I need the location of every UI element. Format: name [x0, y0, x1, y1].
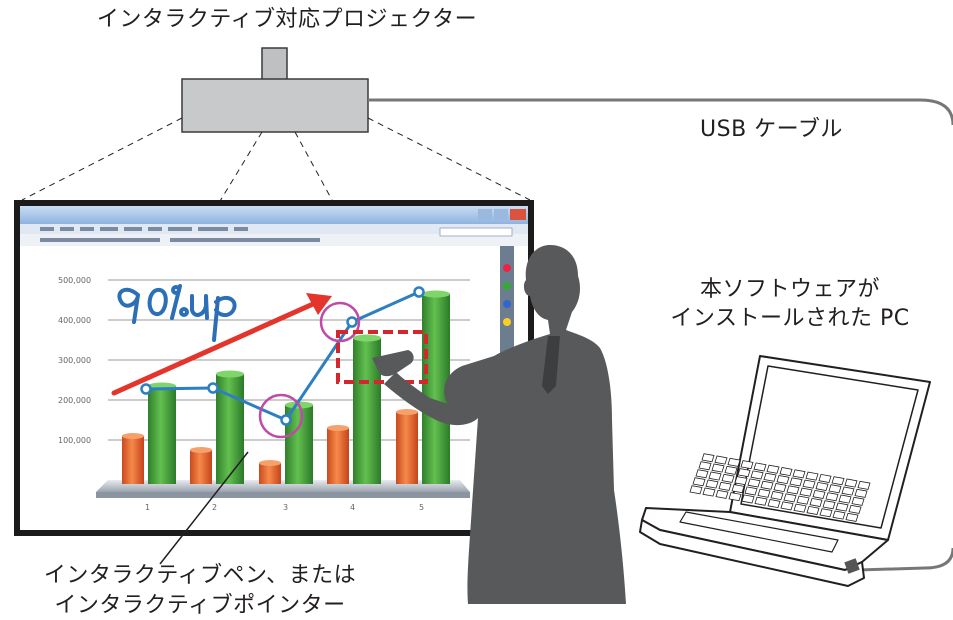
- handwritten-annotation: [117, 284, 237, 342]
- keyboard-key: [714, 455, 728, 465]
- keyboard-key: [806, 505, 820, 515]
- keyboard-key: [753, 462, 767, 472]
- presenter-silhouette: [372, 244, 626, 604]
- keyboard-key: [786, 485, 800, 495]
- x-tick: 2: [212, 503, 217, 512]
- keyboard-key: [776, 475, 790, 485]
- pc-label-line2: インストールされた PC: [670, 306, 910, 331]
- x-tick: 1: [145, 503, 150, 512]
- keyboard-key: [812, 489, 826, 499]
- keyboard-key: [818, 473, 832, 483]
- usb-plug: [844, 558, 860, 574]
- pen-label-line2: インタラクティブポインター: [54, 593, 346, 618]
- keyboard-key: [779, 467, 793, 477]
- pen-label-line1: インタラクティブペン、または: [43, 563, 357, 588]
- keyboard-key: [770, 491, 784, 501]
- keyboard-key: [845, 512, 859, 522]
- keyboard-key: [844, 478, 858, 488]
- keyboard-key: [851, 496, 865, 506]
- keyboard-key: [760, 480, 774, 490]
- keyboard-key: [832, 510, 846, 520]
- keyboard-key: [727, 457, 741, 467]
- keyboard-key: [708, 471, 722, 481]
- keyboard-key: [809, 497, 823, 507]
- keyboard-key: [835, 502, 849, 512]
- keyboard-key: [718, 481, 732, 491]
- keyboard-key: [792, 469, 806, 479]
- keyboard-key: [822, 500, 836, 510]
- x-tick: 4: [350, 503, 355, 512]
- keyboard-key: [793, 503, 807, 513]
- keyboard-key: [799, 487, 813, 497]
- keyboard-key: [780, 501, 794, 511]
- projector-icon: [181, 47, 369, 133]
- y-tick: 200,000: [58, 396, 91, 405]
- keyboard-key: [819, 508, 833, 518]
- keyboard-key: [740, 460, 754, 470]
- keyboard-key: [766, 464, 780, 474]
- keyboard-key: [854, 488, 868, 498]
- keyboard-key: [848, 504, 862, 514]
- keyboard-key: [737, 468, 751, 478]
- pen-leader-line: [159, 451, 249, 565]
- keyboard-key: [747, 478, 761, 488]
- keyboard-key: [828, 484, 842, 494]
- keyboard-key: [715, 489, 729, 499]
- screen-chart: [96, 279, 470, 498]
- y-tick: 500,000: [58, 276, 91, 285]
- keyboard-key: [705, 479, 719, 489]
- keyboard-key: [825, 492, 839, 502]
- keyboard-key: [805, 471, 819, 481]
- keyboard-key: [724, 465, 738, 475]
- keyboard-key: [731, 484, 745, 494]
- keyboard-key: [702, 487, 716, 497]
- keyboard-key: [802, 479, 816, 489]
- keyboard-key: [711, 463, 725, 473]
- keyboard-key: [789, 477, 803, 487]
- keyboard-key: [757, 488, 771, 498]
- keyboard-key: [701, 453, 715, 463]
- keyboard-key: [734, 476, 748, 486]
- projector-label: インタラクティブ対応プロジェクター: [96, 7, 478, 32]
- usb-cable-label: USB ケーブル: [700, 117, 843, 142]
- keyboard-key: [698, 461, 712, 471]
- y-tick: 300,000: [58, 356, 91, 365]
- keyboard-key: [831, 476, 845, 486]
- keyboard-key: [750, 470, 764, 480]
- keyboard-key: [741, 494, 755, 504]
- keyboard-key: [838, 494, 852, 504]
- keyboard-key: [763, 472, 777, 482]
- y-tick: 100,000: [58, 436, 91, 445]
- keyboard-key: [744, 486, 758, 496]
- keyboard-key: [728, 492, 742, 502]
- keyboard-key: [695, 469, 709, 479]
- x-tick: 5: [419, 503, 424, 512]
- keyboard-key: [841, 486, 855, 496]
- keyboard-key: [689, 485, 703, 495]
- keyboard-key: [815, 481, 829, 491]
- keyboard-key: [857, 480, 871, 490]
- keyboard-key: [773, 483, 787, 493]
- keyboard-key: [721, 473, 735, 483]
- laptop-keyboard: [689, 453, 871, 522]
- keyboard-key: [767, 499, 781, 509]
- pc-label-line1: 本ソフトウェアが: [699, 277, 880, 302]
- keyboard-key: [754, 496, 768, 506]
- x-tick: 3: [283, 503, 288, 512]
- keyboard-key: [783, 493, 797, 503]
- keyboard-key: [796, 495, 810, 505]
- keyboard-key: [692, 477, 706, 487]
- y-tick: 400,000: [58, 316, 91, 325]
